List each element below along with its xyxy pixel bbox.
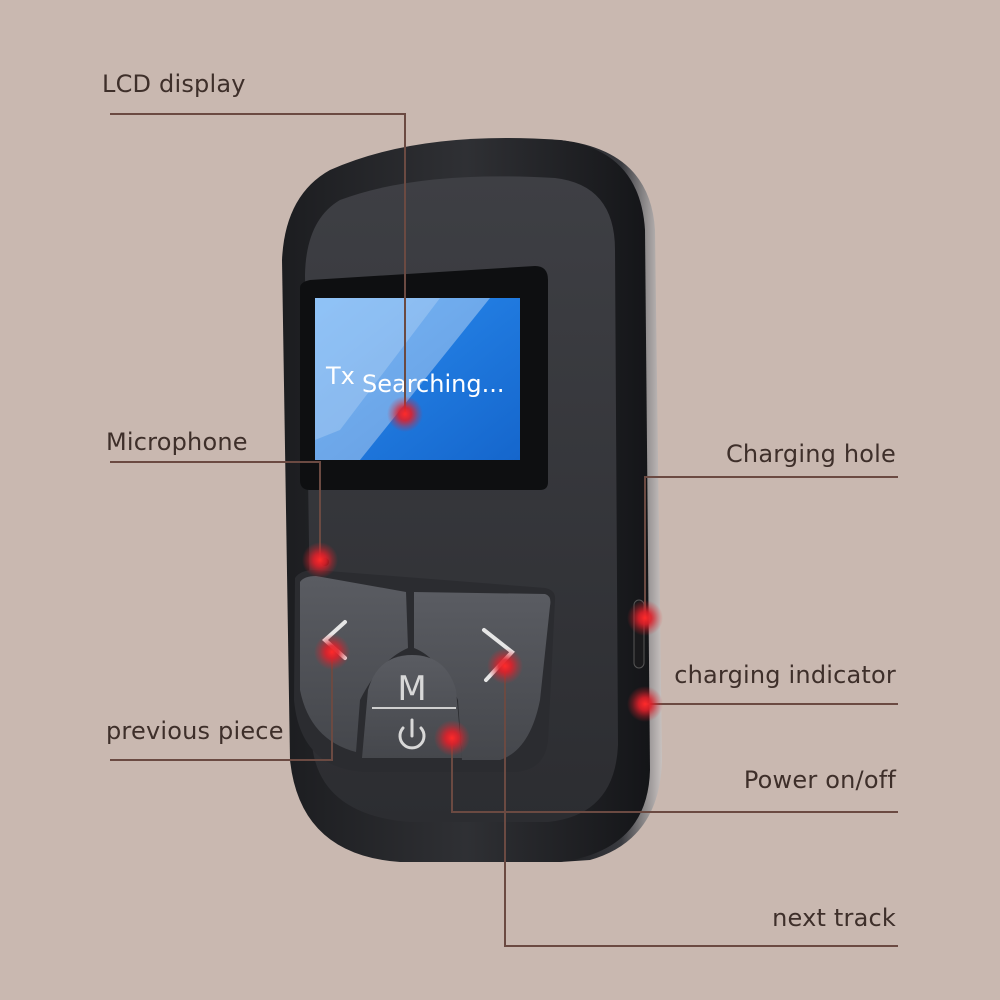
- leader-next-track: [504, 668, 898, 947]
- hotspot-charging-hole: [627, 600, 663, 636]
- hotspot-microphone: [302, 542, 338, 578]
- screen-mode-text: Tx: [325, 362, 355, 390]
- hotspots: [302, 396, 663, 756]
- next-button[interactable]: [414, 592, 551, 760]
- leader-microphone: [110, 461, 321, 560]
- device: Tx Searching... M: [282, 138, 662, 862]
- callout-charging-indicator: charging indicator: [674, 661, 896, 689]
- leader-lines: [110, 113, 898, 947]
- hotspot-power: [434, 720, 470, 756]
- hotspot-charging-indicator: [627, 686, 663, 722]
- callout-previous-piece: previous piece: [106, 717, 284, 745]
- leader-lcd-display: [110, 113, 406, 412]
- previous-button[interactable]: [300, 576, 408, 752]
- leader-previous-piece: [110, 655, 333, 761]
- callout-charging-hole: Charging hole: [725, 440, 896, 468]
- callout-next-track: next track: [772, 904, 896, 932]
- power-icon: [398, 718, 426, 750]
- callout-power: Power on/off: [743, 766, 896, 794]
- screen-status-text: Searching...: [362, 370, 504, 398]
- callout-lcd-display: LCD display: [102, 70, 246, 98]
- leader-power: [451, 740, 898, 813]
- hotspot-lcd-display: [387, 396, 423, 432]
- hotspot-next-track: [487, 648, 523, 684]
- lcd-screen: Tx Searching...: [315, 298, 520, 460]
- callout-microphone: Microphone: [106, 428, 248, 456]
- hotspot-previous-piece: [314, 634, 350, 670]
- menu-button-letter: M: [397, 669, 426, 709]
- leader-charging-hole: [644, 476, 898, 618]
